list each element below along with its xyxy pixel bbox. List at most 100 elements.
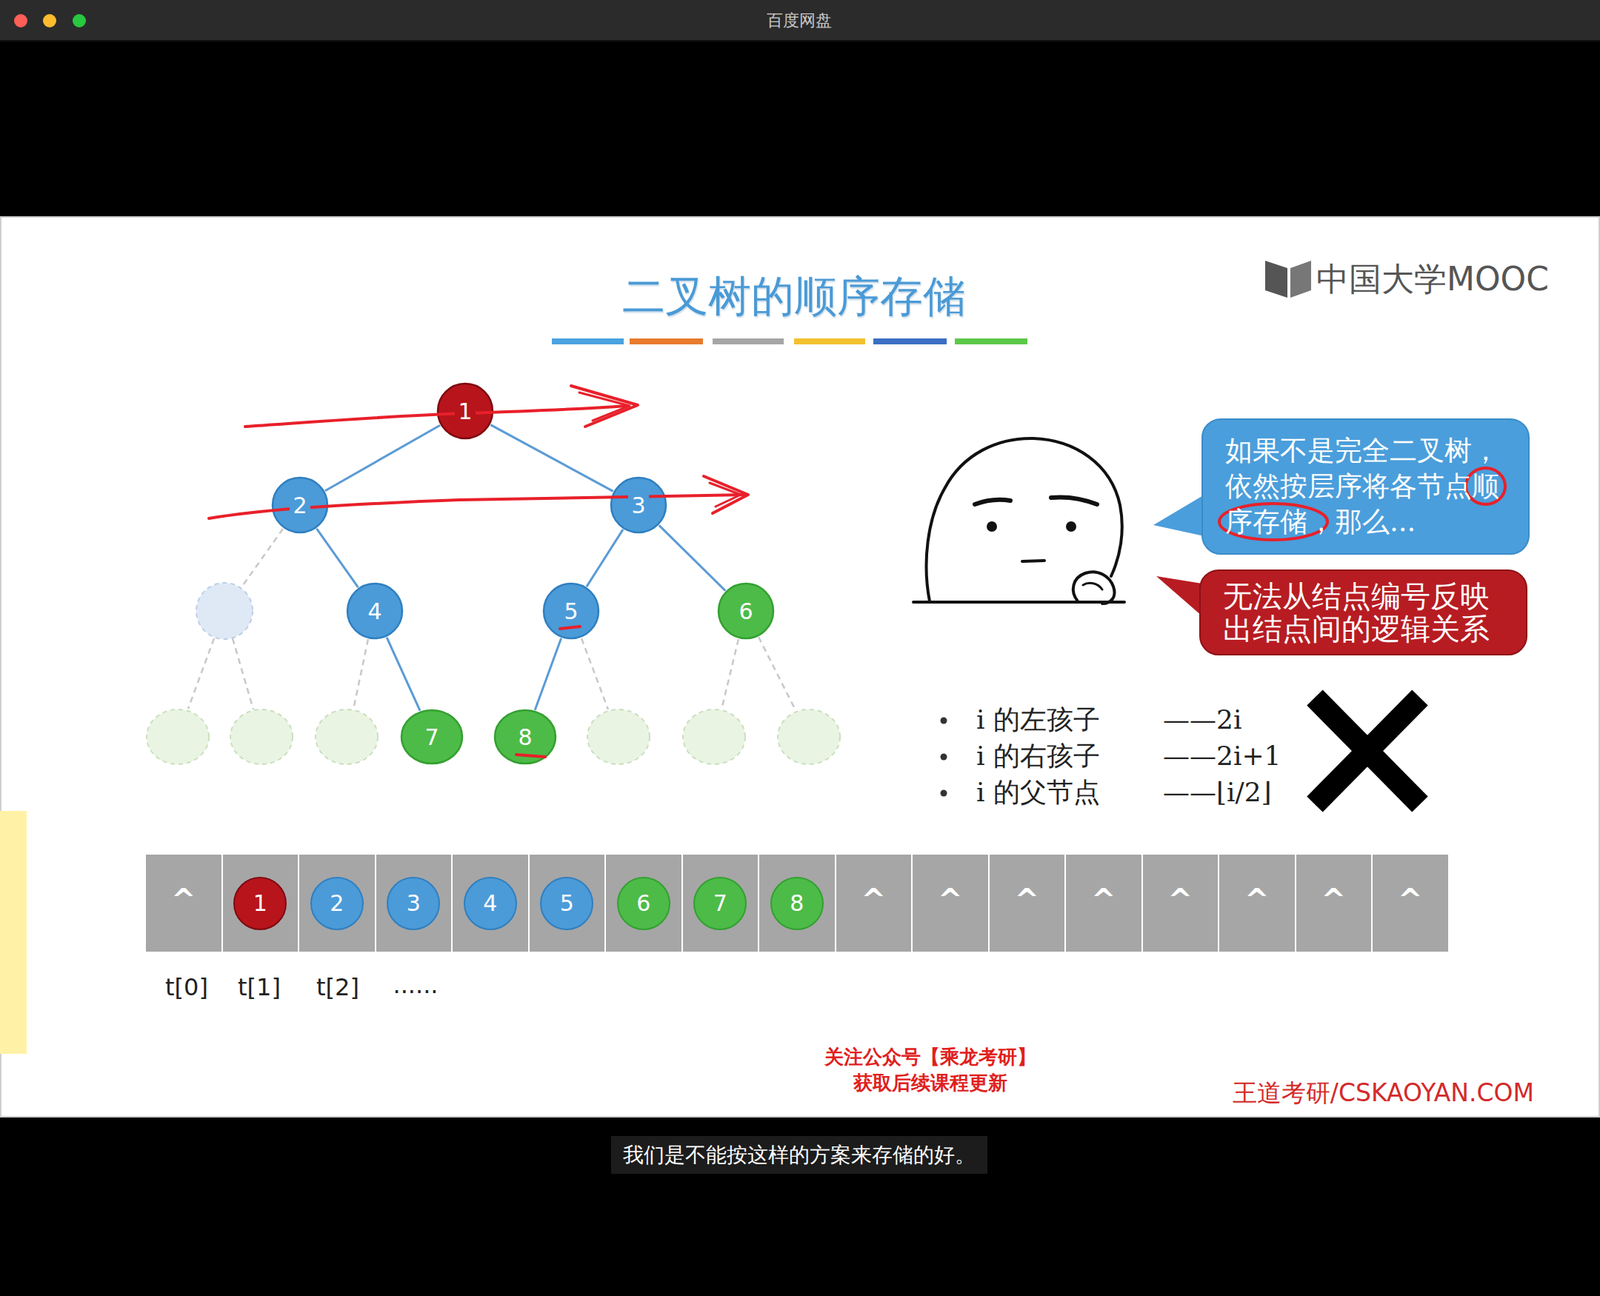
empty-node: [777, 709, 840, 765]
sticky-note: [0, 811, 27, 1055]
empty-branch: [581, 638, 609, 710]
rule-text: i 的右孩子: [976, 739, 1100, 773]
logo-text: 中国大学MOOC: [1316, 258, 1549, 300]
promo-text: 关注公众号【乘龙考研】: [824, 1045, 1037, 1070]
tree-branch: [316, 528, 358, 588]
node-circle: [718, 583, 774, 639]
null-marker: ^: [1014, 885, 1040, 923]
color-bar: [629, 338, 703, 345]
array-element: 8: [770, 877, 824, 931]
node-number: 7: [421, 725, 442, 750]
empty-branch: [721, 639, 739, 710]
rule-formula-box: ——2i+1: [1162, 739, 1282, 773]
tree-branch: [586, 529, 623, 587]
tree-node: 5: [542, 582, 600, 640]
node-number: 3: [628, 493, 649, 518]
annotation-arrow: [703, 476, 749, 514]
face-hand: [1073, 571, 1115, 604]
watermark: 王道考研/CSKAOYAN.COM: [1232, 1077, 1535, 1109]
empty-branch: [758, 637, 796, 711]
array-cell: ^: [1372, 854, 1449, 952]
face-table: [913, 600, 1125, 604]
empty-node: [146, 709, 209, 765]
promo-text: 获取后续课程更新: [853, 1071, 1008, 1096]
node-circle: [494, 710, 556, 764]
color-bar: [873, 338, 947, 345]
array-cell: 1: [222, 854, 299, 952]
warning-bubble: 无法从结点编号反映出结点间的逻辑关系: [1199, 569, 1528, 656]
annotation-arrow: [709, 482, 741, 507]
array-cell: ^: [1219, 854, 1295, 952]
array-index-box: t[1]: [237, 972, 281, 1003]
array-cell: ^: [836, 854, 912, 952]
array-cell: ^: [912, 854, 989, 952]
null-marker: ^: [1091, 885, 1117, 923]
video-subtitle: 我们是不能按这样的方案来存储的好。: [622, 1142, 976, 1169]
rule-text-box: i 的右孩子: [976, 739, 1100, 773]
tree-branch: [490, 425, 613, 492]
bullet-dot: [940, 790, 948, 798]
window-title-box: 百度网盘: [766, 10, 832, 32]
array-element: 4: [463, 877, 518, 931]
null-marker: ^: [1244, 885, 1270, 923]
rule-text-box: i 的父节点: [976, 775, 1100, 809]
array-index: t[1]: [237, 972, 281, 1003]
video-subtitle-box: 我们是不能按这样的方案来存储的好。: [611, 1136, 988, 1175]
tree-node: 6: [717, 582, 775, 640]
node-number: 1: [454, 399, 475, 424]
rule-formula: ——2i+1: [1162, 739, 1282, 773]
node-circle: [401, 710, 463, 764]
logo-icon: [1265, 260, 1288, 298]
annotation-stroke: [245, 405, 628, 427]
logo-icon: [1290, 260, 1312, 298]
array-cell: ^: [1065, 854, 1142, 952]
empty-node: [230, 709, 293, 765]
zoom-button: [72, 14, 86, 28]
tree-node: 2: [271, 476, 329, 535]
array-cell: 3: [376, 854, 452, 952]
annotation-arrow: [579, 392, 630, 421]
node-number: 5: [560, 599, 581, 624]
node-circle: [611, 477, 666, 533]
window-title: 百度网盘: [766, 10, 832, 32]
empty-branch: [188, 638, 215, 709]
array-cell: 6: [605, 854, 682, 952]
array-cell: ^: [1296, 854, 1372, 952]
annotation-ring: [1219, 503, 1328, 540]
tree-node: 3: [609, 476, 668, 535]
annotation-ring: [1465, 468, 1506, 505]
array-index-box: t[0]: [165, 972, 209, 1003]
tree-node: 1: [436, 382, 495, 440]
array-index: t[2]: [316, 972, 360, 1003]
array-element: 5: [540, 877, 594, 931]
array-cell: 2: [299, 854, 375, 952]
annotation-arrow: [571, 385, 638, 427]
color-bar: [954, 338, 1028, 345]
null-marker: ^: [1167, 885, 1193, 923]
array-element: 1: [233, 877, 287, 931]
node-circle: [272, 477, 328, 533]
minimize-button: [42, 14, 57, 28]
titlebar-border: [0, 40, 1600, 42]
bubble-tail: [1156, 576, 1203, 617]
array-cell: ^: [989, 854, 1066, 952]
tree-node: 7: [400, 708, 464, 766]
array-cell: ^: [145, 854, 222, 952]
null-marker: ^: [1320, 885, 1346, 923]
cross-mark: [1314, 697, 1420, 805]
array-element: 6: [617, 877, 671, 931]
empty-branch: [232, 638, 254, 710]
promo-text-box: 关注公众号【乘龙考研】: [824, 1045, 1037, 1070]
empty-branch: [353, 639, 369, 710]
empty-node: [315, 709, 378, 765]
bubble-text: 无法从结点编号反映出结点间的逻辑关系: [1222, 580, 1504, 646]
bullet-dot: [940, 717, 948, 725]
promo-text-box: 获取后续课程更新: [853, 1071, 1008, 1096]
bullet-dot: [940, 754, 948, 761]
node-number: 2: [289, 493, 310, 518]
rule-formula-box: ——⌊i/2⌋: [1162, 775, 1272, 809]
face-hand: [1082, 582, 1103, 590]
null-marker: ^: [860, 885, 886, 923]
node-number: 4: [364, 599, 385, 624]
